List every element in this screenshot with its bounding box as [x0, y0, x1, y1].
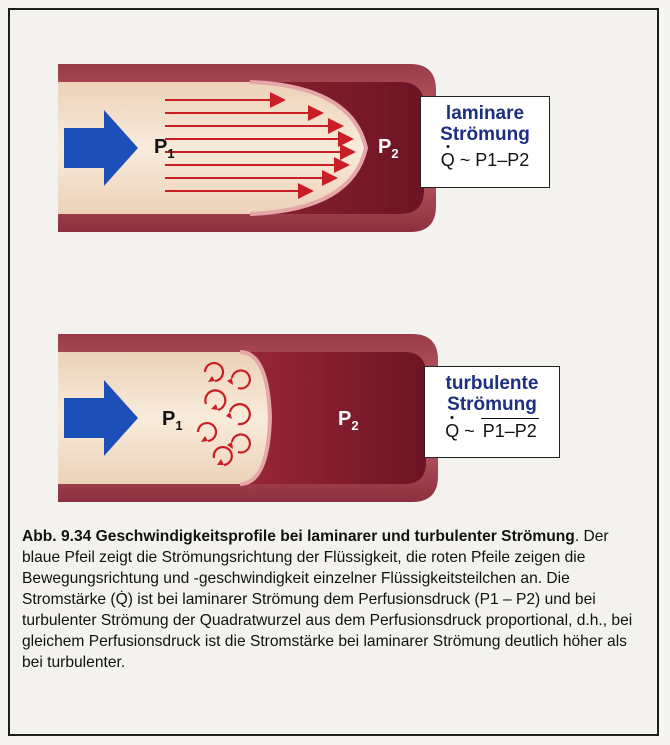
caption-heading: Abb. 9.34 Geschwindigkeitsprofile bei la…	[22, 528, 575, 545]
label-line1: turbulente	[425, 373, 559, 394]
label-line2: Strömung	[425, 394, 559, 415]
laminar-label-box: laminare Strömung Q ~ P1–P2	[420, 96, 550, 188]
p2-label-bottom: P2	[338, 408, 359, 433]
sqrt-sign: P1–P2	[481, 418, 539, 443]
laminar-formula: Q ~ P1–P2	[421, 148, 549, 172]
label-line2: Strömung	[421, 124, 549, 145]
caption-text: . Der blaue Pfeil zeigt die Strömungsric…	[22, 528, 632, 671]
p1-label-bottom: P1	[162, 408, 183, 433]
label-line1: laminare	[421, 103, 549, 124]
turbulent-vessel	[58, 334, 438, 502]
turbulent-formula: Q ~ P1–P2	[425, 418, 559, 443]
p2-label-top: P2	[378, 136, 399, 161]
turbulent-label-box: turbulente Strömung Q ~ P1–P2	[424, 366, 560, 458]
p1-label-top: P1	[154, 136, 175, 161]
figure-caption: Abb. 9.34 Geschwindigkeitsprofile bei la…	[22, 526, 642, 673]
